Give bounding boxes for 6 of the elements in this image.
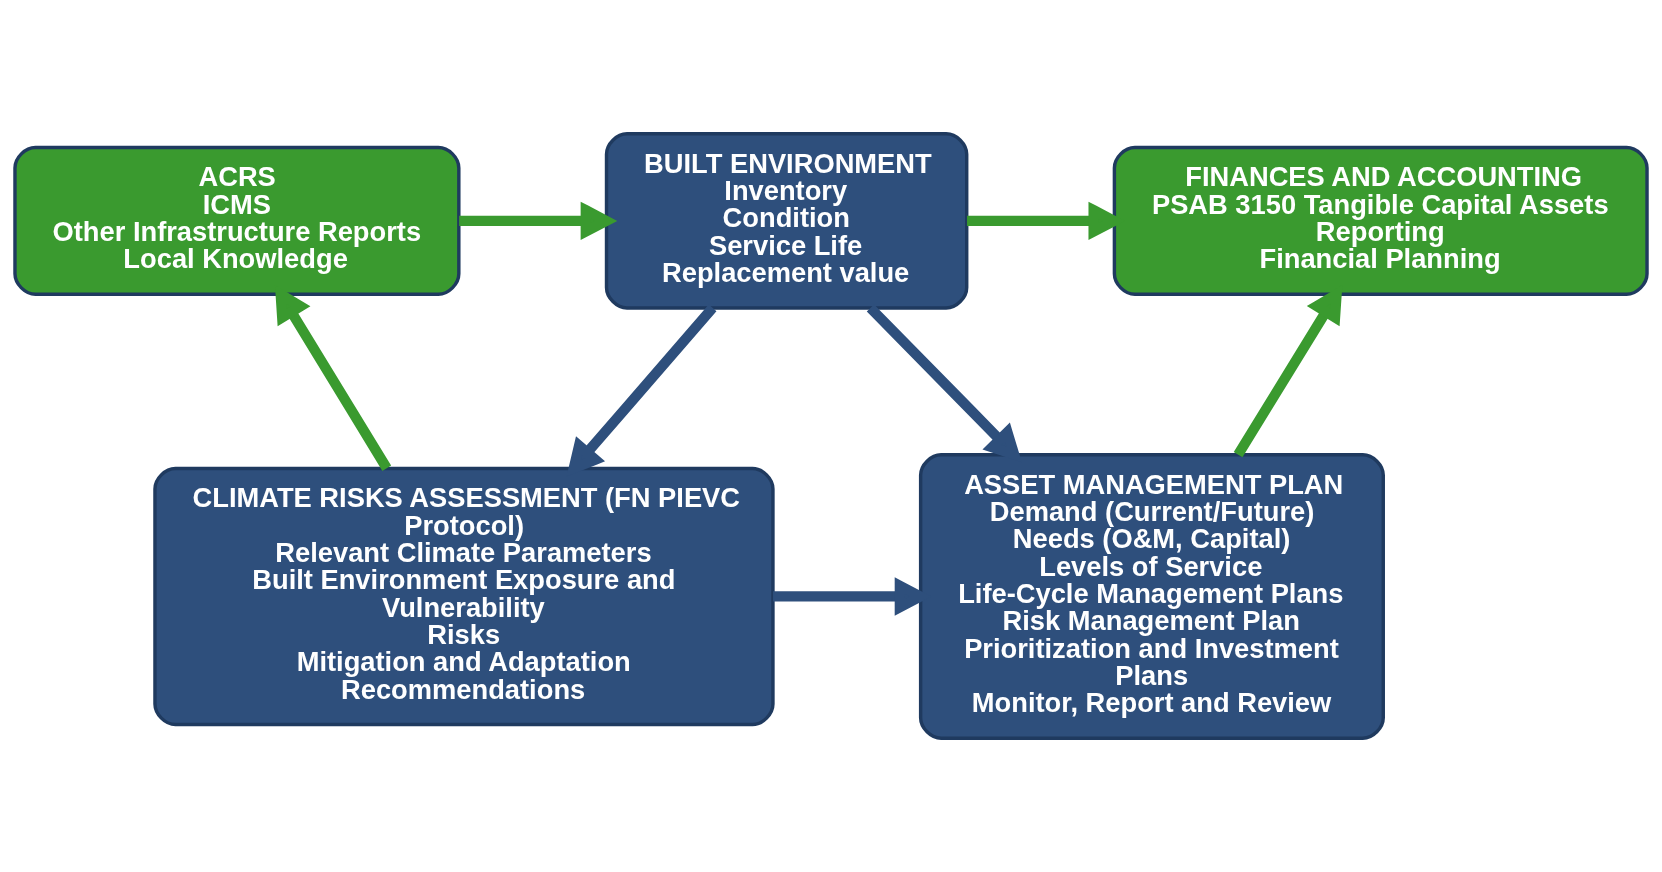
node-box: ASSET MANAGEMENT PLAN Demand (Current/Future) Needs (O&M, Capital) Levels of Service Life-Cycle Management Plans Risk Management Plan Prioritization and Investment Plans Monitor, Report and Review xyxy=(918,453,1385,740)
node-box: BUILT ENVIRONMENT Inventory Condition Service Life Replacement value xyxy=(604,132,969,310)
node-box: ACRS ICMS Other Infrastructure Reports Local Knowledge xyxy=(13,145,461,296)
arrow xyxy=(459,201,618,241)
node-box: CLIMATE RISKS ASSESSMENT (FN PIEVC Protocol) Relevant Climate Parameters Built Environment Exposure and Vulnerability Risks Mitigation and Adaptation Recommendations xyxy=(153,466,775,727)
node-box: FINANCES AND ACCOUNTING PSAB 3150 Tangible Capital Assets Reporting Financial Planning xyxy=(1112,145,1649,296)
